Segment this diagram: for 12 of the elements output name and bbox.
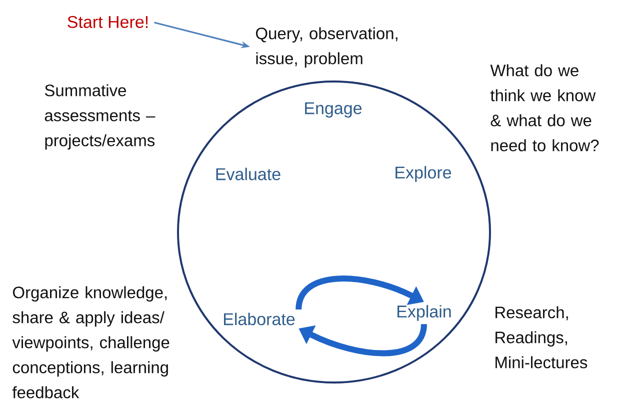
note-text: Summative assessments – projects/exams: [44, 84, 156, 150]
phase-label: Evaluate: [216, 168, 280, 180]
phase-label: Engage: [305, 102, 362, 118]
phase-label: Explain: [398, 305, 451, 321]
node-text: Query, observation, issue, problem: [256, 27, 398, 68]
cycle-ellipse: [177, 80, 491, 384]
note-text: Research, Readings, Mini-lectures: [496, 306, 588, 368]
phase-label: Elaborate: [224, 312, 295, 326]
phase-label: Explore: [396, 166, 452, 182]
note-text: What do we think we know & what do we need to know?: [490, 64, 599, 152]
note-text: Organize knowledge, share & apply ideas/ viewpoints, challenge conceptions, learning feedback: [12, 286, 170, 398]
start-label: Start Here!: [68, 16, 148, 28]
